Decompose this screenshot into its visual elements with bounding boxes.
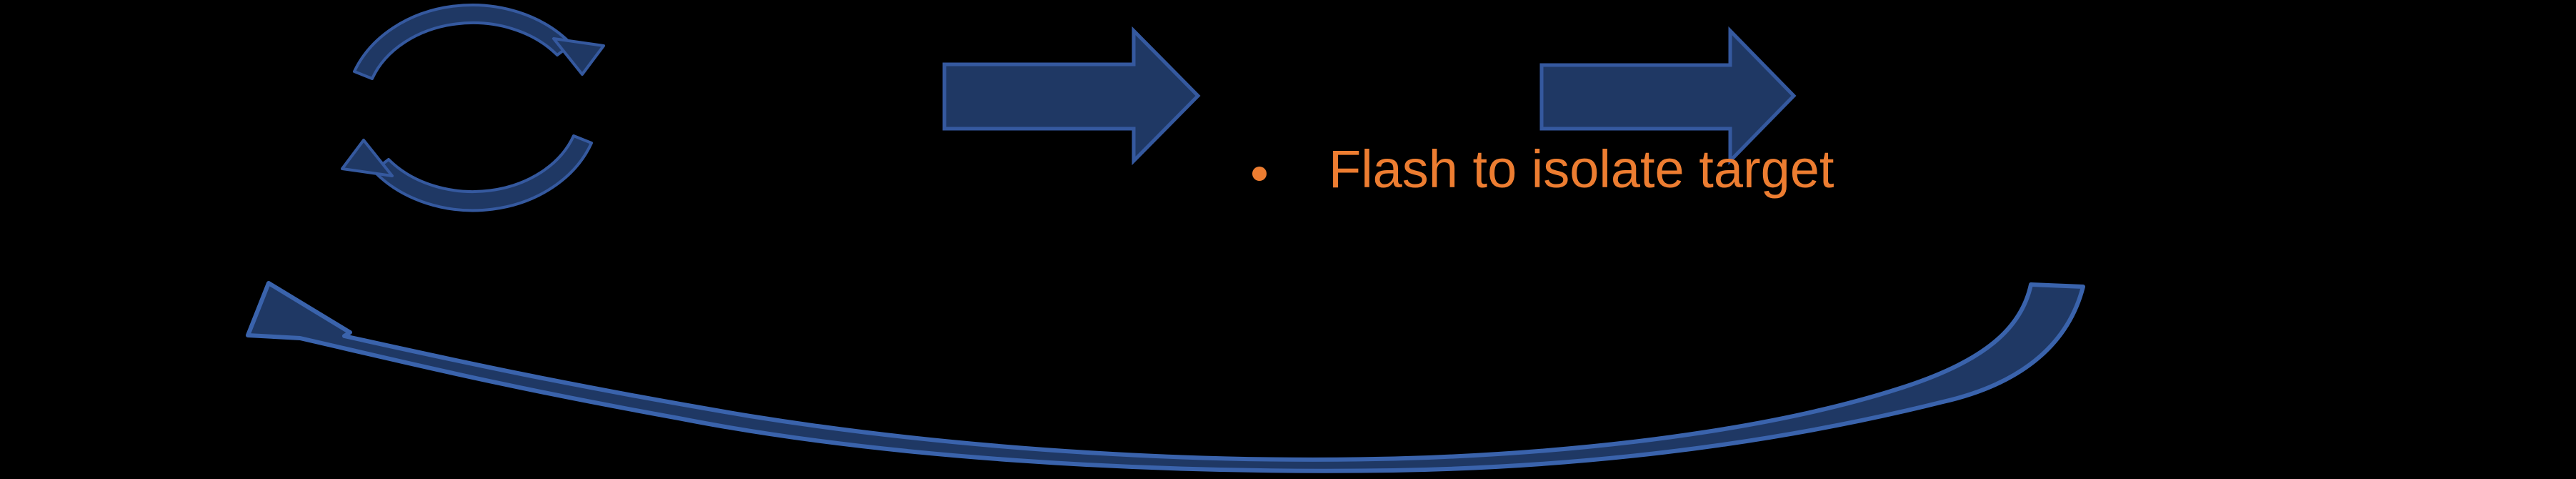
bullet-item: Flash to isolate target — [1252, 140, 1834, 199]
cycle-top-arrowhead-icon — [552, 37, 605, 76]
cycle-icon — [341, 4, 605, 212]
cycle-bottom-arc — [372, 134, 593, 212]
right-arrow-icon-1 — [942, 26, 1201, 166]
right-arrow-icon-2 — [1539, 26, 1797, 166]
bullet-marker-icon — [1252, 167, 1267, 181]
bullet-text: Flash to isolate target — [1329, 139, 1834, 199]
curved-return-arrow-icon — [246, 281, 2085, 473]
cycle-top-arc — [353, 4, 573, 80]
cycle-bottom-arrowhead-icon — [341, 139, 394, 177]
